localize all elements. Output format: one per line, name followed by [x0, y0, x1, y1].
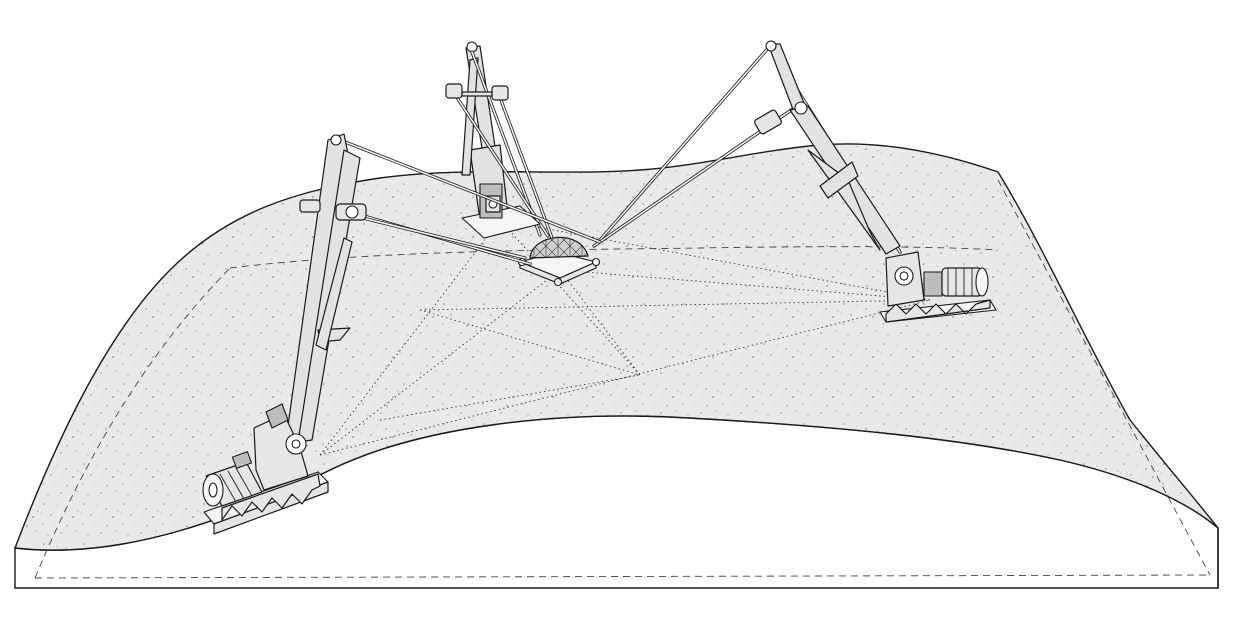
right-arm-base [879, 251, 997, 323]
geodesic-dome [529, 236, 589, 259]
left-arm [202, 133, 602, 535]
hidden-edge-back [229, 246, 999, 269]
hidden-edge-left [34, 267, 231, 579]
hidden-edge-bottom [34, 574, 1211, 579]
right-arm [592, 40, 997, 323]
right-base-teeth [885, 299, 991, 323]
left-arm-base [202, 403, 329, 535]
end-effector [517, 236, 601, 287]
back-arm-base [461, 183, 541, 239]
base-triangulation [319, 219, 931, 456]
hidden-edge-right [997, 179, 1211, 576]
terrain-slab [14, 143, 1219, 589]
left-base-teeth [221, 473, 321, 521]
